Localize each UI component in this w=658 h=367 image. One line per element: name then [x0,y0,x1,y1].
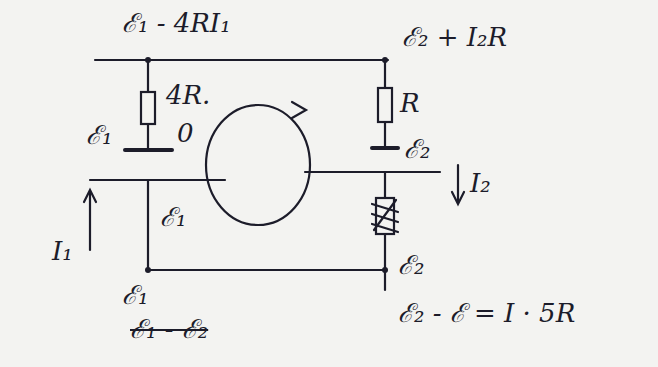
arrowhead [84,190,96,202]
resistor-symbol [378,88,392,122]
potential-label: ℰ₁ [122,280,148,310]
current-arrow [89,192,91,250]
wire [148,269,385,271]
wire [147,124,149,150]
battery-plate [90,179,225,181]
struck-note: ℰ₁ - ℰ₂ [130,314,208,344]
arrowhead [292,102,306,118]
emf-label: ℰ₂ [404,134,430,164]
battery-plate [125,148,172,152]
junction-dot [145,267,151,273]
scribble [372,200,398,232]
equation: ℰ₂ - ℰ = I · 5R [398,298,575,328]
junction-dot [145,57,151,63]
wire [95,59,388,61]
battery-plate [372,146,398,150]
resistance-label: R [400,88,420,118]
resistance-label: 4R. [166,80,210,110]
wire [147,60,149,92]
emf-label: ℰ₁ [86,120,112,150]
battery-plate [305,171,440,173]
junction-dot [382,57,388,63]
wire [147,180,149,270]
loop-arrow [206,105,310,225]
wire [384,60,386,88]
potential-label: 0 [177,118,194,148]
potential-label: ℰ₁ [160,202,186,232]
current-label: I₁ [52,236,73,266]
potential-label: ℰ₂ [398,250,424,280]
current-label: I₂ [470,168,491,198]
current-arrow [457,165,459,202]
potential-label: ℰ₁ - 4RI₁ [122,8,231,38]
arrowhead [452,192,464,204]
resistor-symbol [141,92,155,124]
junction-dot [382,267,388,273]
potential-label: ℰ₂ + I₂R [402,22,507,52]
wire [384,172,386,198]
wire [384,234,386,290]
wire [384,122,386,148]
